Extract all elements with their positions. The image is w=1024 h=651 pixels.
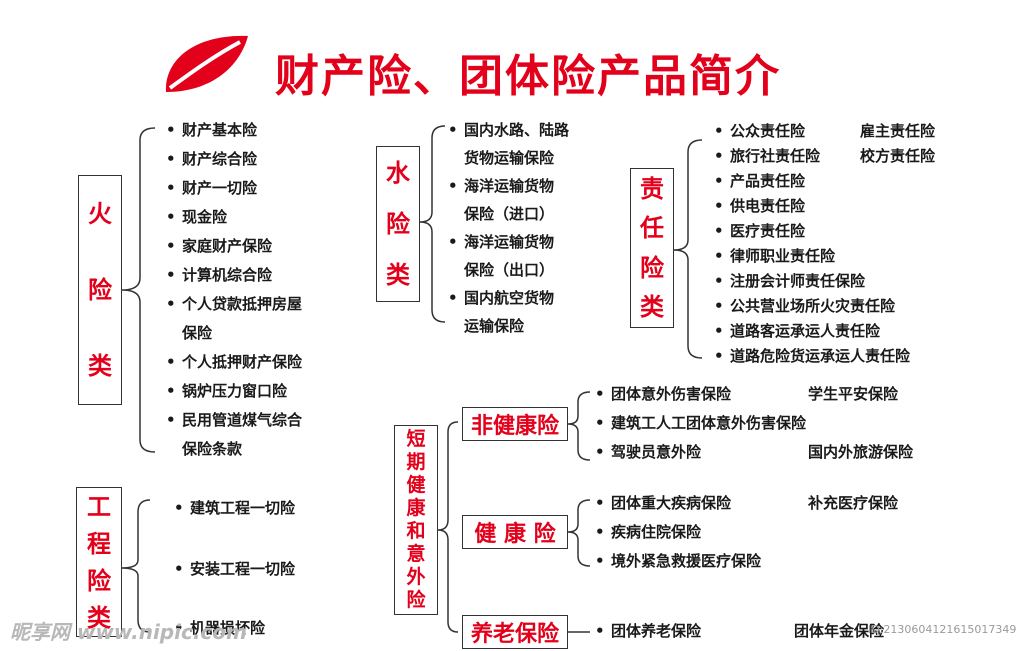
fire-item: 民用管道煤气综合 (166, 413, 302, 429)
liability-item: 道路危险货运承运人责任险 (714, 349, 910, 365)
pension-item: 团体年金保险 (794, 622, 885, 640)
liability-item: 旅行社责任险 (714, 149, 820, 165)
non-health-item: 驾驶员意外险 (595, 445, 701, 461)
category-engineering-char: 程 (87, 529, 111, 558)
non-health-item: 学生平安保险 (808, 385, 899, 403)
fire-item: 家庭财产保险 (166, 239, 272, 255)
liability-item: 供电责任险 (714, 199, 805, 215)
category-marine-box: 水 险 类 (376, 146, 420, 302)
category-health-char: 短 (406, 428, 426, 450)
watermark-left: 昵享网 www.nipic.com (10, 620, 247, 644)
liability-item: 公众责任险 (714, 124, 805, 140)
category-engineering-box: 工 程 险 类 (76, 487, 122, 637)
fire-item: 计算机综合险 (166, 268, 272, 284)
marine-item-continued: 货物运输保险 (464, 149, 555, 167)
category-health-char: 和 (406, 520, 426, 542)
watermark-right: ID:21306041216150173​49 (868, 623, 1017, 636)
fire-item-continued: 保险条款 (182, 440, 243, 458)
fire-item: 个人抵押财产保险 (166, 355, 302, 371)
health-item: 补充医疗保险 (808, 494, 899, 512)
fire-item: 现金险 (166, 210, 227, 226)
category-fire-box: 火 险 类 (78, 175, 122, 405)
category-health-char: 健 (406, 474, 426, 496)
fire-item: 财产综合险 (166, 152, 257, 168)
liability-item: 雇主责任险 (860, 122, 936, 140)
marine-item-continued: 运输保险 (464, 317, 525, 335)
marine-item-continued: 保险（出口） (464, 261, 555, 279)
page-title: 财产险、团体险产品简介 (275, 51, 781, 102)
category-marine-char: 险 (386, 209, 410, 238)
category-engineering-char: 工 (87, 492, 111, 521)
category-health-char: 期 (406, 451, 426, 473)
fire-item: 财产基本险 (166, 123, 257, 139)
engineering-item: 机器损坏险 (174, 621, 265, 637)
category-liability-box: 责 任 险 类 (630, 168, 674, 328)
category-health-char: 外 (406, 566, 426, 588)
category-fire-char: 类 (88, 352, 112, 380)
liability-item: 律师职业责任险 (714, 249, 835, 265)
liability-item: 道路客运承运人责任险 (714, 324, 880, 340)
category-marine-char: 类 (386, 261, 410, 290)
liability-item: 产品责任险 (714, 174, 805, 190)
liability-item: 医疗责任险 (714, 224, 805, 240)
fire-item: 锅炉压力窗口险 (166, 384, 287, 400)
subcategory-pension-box: 养老保险 (462, 615, 568, 649)
health-item: 疾病住院保险 (595, 525, 701, 541)
marine-item-continued: 保险（进口） (464, 205, 555, 223)
marine-item: 海洋运输货物 (448, 179, 554, 195)
subcategory-non-health-box: 非健康险 (462, 407, 568, 441)
fire-item-continued: 保险 (182, 324, 213, 342)
non-health-item: 团体意外伤害保险 (595, 387, 731, 403)
category-liability-char: 责 (640, 174, 664, 203)
marine-item: 国内水路、陆路 (448, 123, 569, 139)
engineering-item: 建筑工程一切险 (174, 501, 295, 517)
category-fire-char: 火 (88, 200, 112, 228)
red-leaf-icon (165, 35, 248, 92)
non-health-item: 国内外旅游保险 (808, 443, 914, 461)
category-engineering-char: 险 (87, 566, 111, 595)
category-marine-char: 水 (386, 158, 410, 187)
category-liability-char: 类 (640, 293, 664, 322)
engineering-item: 安装工程一切险 (174, 562, 295, 578)
category-liability-char: 任 (640, 214, 664, 243)
fire-item: 财产一切险 (166, 181, 257, 197)
health-item: 境外紧急救援医疗保险 (595, 554, 761, 570)
category-fire-char: 险 (88, 276, 112, 304)
category-health-char: 险 (406, 589, 426, 611)
marine-item: 国内航空货物 (448, 291, 554, 307)
fire-item: 个人贷款抵押房屋 (166, 297, 302, 313)
category-engineering-char: 类 (87, 603, 111, 632)
subcategory-health-box: 健 康 险 (462, 515, 568, 549)
health-item: 团体重大疾病保险 (595, 496, 731, 512)
liability-item: 校方责任险 (860, 147, 936, 165)
liability-item: 公共营业场所火灾责任险 (714, 299, 895, 315)
liability-item: 注册会计师责任保险 (714, 274, 865, 290)
category-health-box: 短 期 健 康 和 意 外 险 (394, 425, 438, 615)
category-health-char: 意 (406, 543, 426, 565)
pension-item: 团体养老保险 (595, 624, 701, 640)
marine-item: 海洋运输货物 (448, 235, 554, 251)
category-liability-char: 险 (640, 253, 664, 282)
non-health-item: 建筑工人工团体意外伤害保险 (595, 416, 806, 432)
category-health-char: 康 (406, 497, 426, 519)
